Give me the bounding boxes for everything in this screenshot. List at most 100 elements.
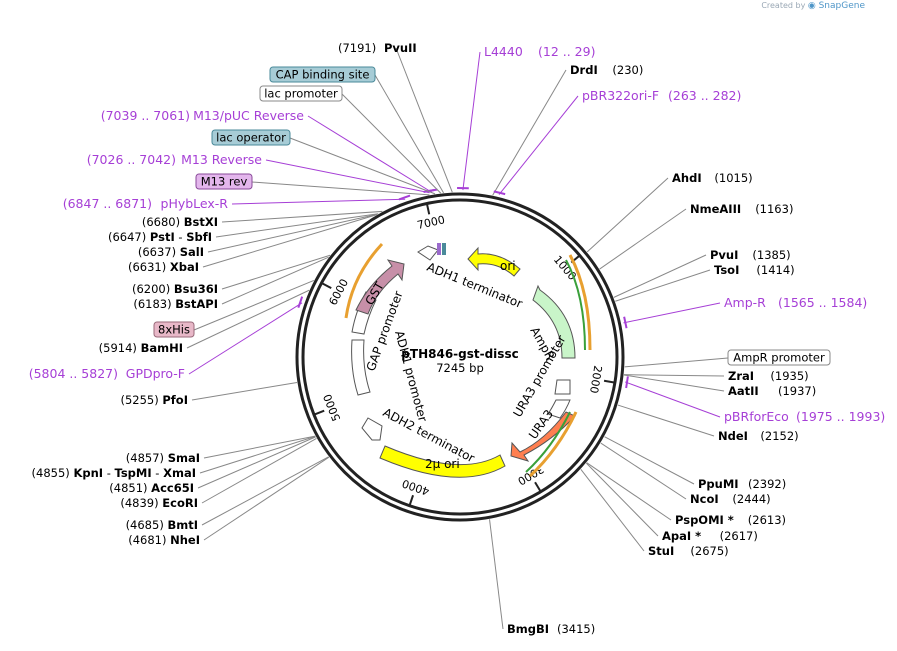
adh1-promoter-feature[interactable] [351, 339, 371, 396]
enzyme-ecori[interactable]: (4839) EcoRI [120, 496, 198, 510]
enzyme-nhei[interactable]: (4681) NheI [128, 533, 200, 547]
enzyme-bmti[interactable]: (4685) BmtI [126, 518, 198, 532]
enzyme-psti[interactable]: (6647) PstI - SbfI [108, 230, 212, 244]
primer-name[interactable]: pHybLex-R [161, 196, 229, 211]
enzyme-bstapi[interactable]: (6183) BstAPI [133, 297, 218, 311]
primer-leader-l4440 [462, 51, 481, 191]
enzyme-acc65i[interactable]: (4851) Acc65I [109, 481, 194, 495]
primer-name[interactable]: GPDpro-F [126, 366, 185, 381]
primer-amp-r[interactable]: Amp-R(1565 .. 1584) [724, 295, 867, 310]
feature-box-label[interactable]: AmpR promoter [733, 351, 825, 365]
enzyme-text[interactable]: (4855) KpnI - TspMI - XmaI [32, 466, 196, 480]
enzyme-name[interactable]: NmeAIII [690, 202, 741, 216]
primer-gpdpro-f[interactable]: (5804 .. 5827)GPDpro-F [29, 366, 185, 381]
primer-name[interactable]: pBRforEco [724, 409, 789, 424]
ampr-feature[interactable] [532, 284, 576, 359]
enzyme-text[interactable]: (4839) EcoRI [120, 496, 198, 510]
enzyme-name[interactable]: StuI [648, 544, 674, 558]
enzyme-pfoi[interactable]: (5255) PfoI [120, 393, 188, 407]
enzyme-text[interactable]: (5255) PfoI [120, 393, 188, 407]
enzyme-name[interactable]: PvuII [384, 41, 417, 55]
primer-m13-reverse[interactable]: (7026 .. 7042)M13 Reverse [87, 152, 263, 167]
ura3-feature[interactable] [510, 411, 576, 462]
enzyme-text[interactable]: (6647) PstI - SbfI [108, 230, 212, 244]
feature-box-cap-binding-site[interactable]: CAP binding site [269, 66, 376, 83]
adh2-terminator-feature[interactable] [361, 417, 383, 441]
feature-box-label[interactable]: 8xHis [158, 323, 190, 337]
feature-box-label[interactable]: lac operator [216, 131, 286, 145]
feature-box-lac-promoter[interactable]: lac promoter [259, 85, 343, 102]
tick-label-5000: 5000 [321, 392, 343, 423]
feature-box-lac-operator[interactable]: lac operator [211, 129, 291, 146]
primer-l4440[interactable]: L4440(12 .. 29) [484, 44, 595, 59]
enzyme-text[interactable]: (6200) Bsu36I [132, 282, 218, 296]
enzyme-text[interactable]: (5914) BamHI [99, 341, 183, 355]
enzyme-name[interactable]: PspOMI * [675, 513, 734, 527]
enzyme-bsu36i[interactable]: (6200) Bsu36I [132, 282, 218, 296]
feature-box-ampr-promoter[interactable]: AmpR promoter [727, 349, 831, 366]
adh1-terminator-feature[interactable] [417, 245, 439, 261]
primer-pbr322ori-f[interactable]: pBR322ori-F(263 .. 282) [582, 88, 741, 103]
enzyme-kpni[interactable]: (4855) KpnI - TspMI - XmaI [32, 466, 196, 480]
enzyme-name[interactable]: ApaI * [662, 529, 701, 543]
enzyme-xbai[interactable]: (6631) XbaI [128, 260, 199, 274]
enzyme-sali[interactable]: (6637) SalI [138, 245, 204, 259]
enzyme-name[interactable]: DrdI [570, 63, 598, 77]
enzyme-nmeaiii[interactable]: NmeAIII(1163) [690, 202, 793, 216]
feature-box-label[interactable]: CAP binding site [276, 68, 370, 82]
primer-name[interactable]: Amp-R [724, 295, 766, 310]
enzyme-pvuii[interactable]: (7191)PvuII [338, 41, 417, 55]
enzyme-text[interactable]: (6680) BstXI [142, 215, 218, 229]
enzyme-name[interactable]: AatII [728, 384, 759, 398]
primer-pbrforeco[interactable]: pBRforEco (1975 .. 1993) [724, 409, 885, 424]
feature-box-label[interactable]: lac promoter [264, 87, 338, 101]
enzyme-name[interactable]: NdeI [718, 429, 748, 443]
enzyme-tsoi[interactable]: TsoI(1414) [714, 263, 795, 277]
enzyme-ahdi[interactable]: AhdI(1015) [672, 171, 753, 185]
primer-range: (1975 .. 1993) [796, 409, 885, 424]
ura3-promoter-feature[interactable] [547, 399, 571, 419]
enzyme-smai[interactable]: (4857) SmaI [126, 451, 200, 465]
enzyme-text[interactable]: (4851) Acc65I [109, 481, 194, 495]
enzyme-pvui[interactable]: PvuI(1385) [710, 248, 791, 262]
enzyme-ndei[interactable]: NdeI(2152) [718, 429, 799, 443]
ori-feature[interactable] [467, 246, 521, 277]
primer-phyblex-r[interactable]: (6847 .. 6871)pHybLex-R [63, 196, 229, 211]
enzyme-stui[interactable]: StuI(2675) [648, 544, 729, 558]
enzyme-name[interactable]: PpuMI [698, 477, 739, 491]
enzyme-zrai[interactable]: ZraI (1935) [728, 369, 809, 383]
enzyme-position: (1935) [770, 369, 808, 383]
enzyme-aatii[interactable]: AatII(1937) [728, 384, 816, 398]
enzyme-pspomi[interactable]: PspOMI *(2613) [675, 513, 786, 527]
enzyme-text[interactable]: (6631) XbaI [128, 260, 199, 274]
enzyme-name[interactable]: BmgBI [507, 622, 549, 636]
enzyme-apai[interactable]: ApaI *(2617) [662, 529, 758, 543]
primer-m13-puc-reverse[interactable]: (7039 .. 7061)M13/pUC Reverse [101, 108, 305, 123]
enzyme-drdi[interactable]: DrdI(230) [570, 63, 643, 77]
primer-name[interactable]: M13/pUC Reverse [193, 108, 304, 123]
enzyme-bstxi[interactable]: (6680) BstXI [142, 215, 218, 229]
enzyme-text[interactable]: (4681) NheI [128, 533, 200, 547]
enzyme-bamhi[interactable]: (5914) BamHI [99, 341, 183, 355]
enzyme-ncoi[interactable]: NcoI(2444) [690, 492, 771, 506]
enzyme-name[interactable]: ZraI [728, 369, 754, 383]
enzyme-text[interactable]: (4857) SmaI [126, 451, 200, 465]
feature-box-8xhis[interactable]: 8xHis [153, 321, 195, 338]
feature-box-label[interactable]: M13 rev [201, 175, 248, 189]
enzyme-ppumi[interactable]: PpuMI(2392) [698, 477, 786, 491]
enzyme-text[interactable]: (6183) BstAPI [133, 297, 218, 311]
two-micron-ori-feature[interactable] [379, 445, 506, 478]
gst-feature[interactable] [355, 259, 405, 315]
primer-name[interactable]: L4440 [484, 44, 523, 59]
primer-name[interactable]: M13 Reverse [181, 152, 262, 167]
ampr-promoter-feature[interactable] [554, 379, 571, 395]
feature-box-m13-rev[interactable]: M13 rev [195, 173, 253, 190]
primer-name[interactable]: pBR322ori-F [582, 88, 659, 103]
enzyme-name[interactable]: NcoI [690, 492, 719, 506]
enzyme-name[interactable]: PvuI [710, 248, 738, 262]
enzyme-name[interactable]: AhdI [672, 171, 702, 185]
enzyme-name[interactable]: TsoI [714, 263, 739, 277]
enzyme-bmgbi[interactable]: BmgBI(3415) [507, 622, 595, 636]
enzyme-text[interactable]: (6637) SalI [138, 245, 204, 259]
enzyme-text[interactable]: (4685) BmtI [126, 518, 198, 532]
